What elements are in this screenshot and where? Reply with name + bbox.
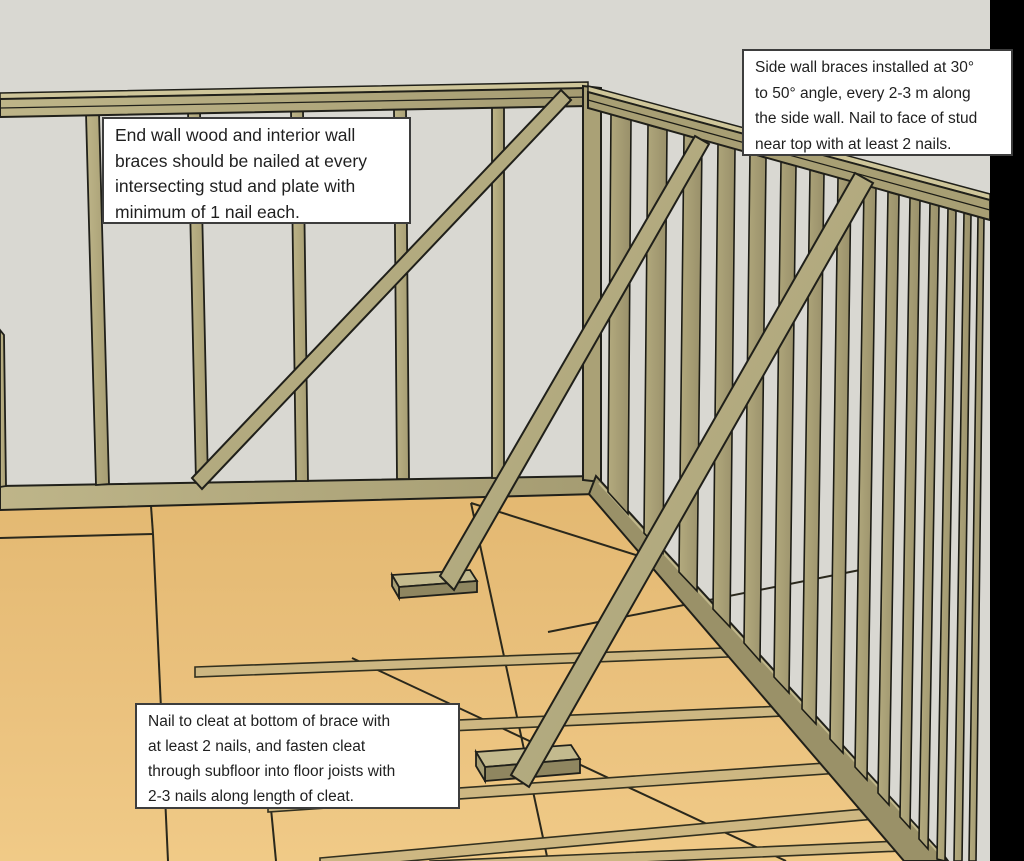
callout-line: End wall wood and interior wall <box>115 125 356 145</box>
callout-line: at least 2 nails, and fasten cleat <box>148 738 366 755</box>
side-wall-brace-1 <box>438 134 711 592</box>
side-wall-brace-2 <box>509 171 875 789</box>
callout-line: minimum of 1 nail each. <box>115 201 300 222</box>
end-wall-callout: End wall wood and interior wall braces s… <box>102 117 411 224</box>
side-wall-callout: Side wall braces installed at 30° to 50°… <box>742 49 1013 156</box>
callout-line: to 50° angle, every 2-3 m along <box>755 84 971 102</box>
callout-line: Nail to cleat at bottom of brace with <box>148 713 391 730</box>
callout-line: intersecting stud and plate with <box>115 176 356 196</box>
callout-line: Side wall braces installed at 30° <box>755 59 975 76</box>
callout-line: the side wall. Nail to face of stud <box>755 110 978 127</box>
callout-line: braces should be nailed at every <box>115 150 367 171</box>
callout-line: near top with at least 2 nails. <box>755 135 952 153</box>
cleat-callout: Nail to cleat at bottom of brace with at… <box>135 703 460 809</box>
callout-line: 2-3 nails along length of cleat. <box>148 788 354 805</box>
floor-cleat-1 <box>390 569 479 602</box>
side-wall-framing <box>587 85 991 861</box>
end-wall-brace <box>190 88 573 491</box>
callout-line: through subfloor into floor joists with <box>148 763 396 780</box>
corner-post <box>582 84 602 484</box>
